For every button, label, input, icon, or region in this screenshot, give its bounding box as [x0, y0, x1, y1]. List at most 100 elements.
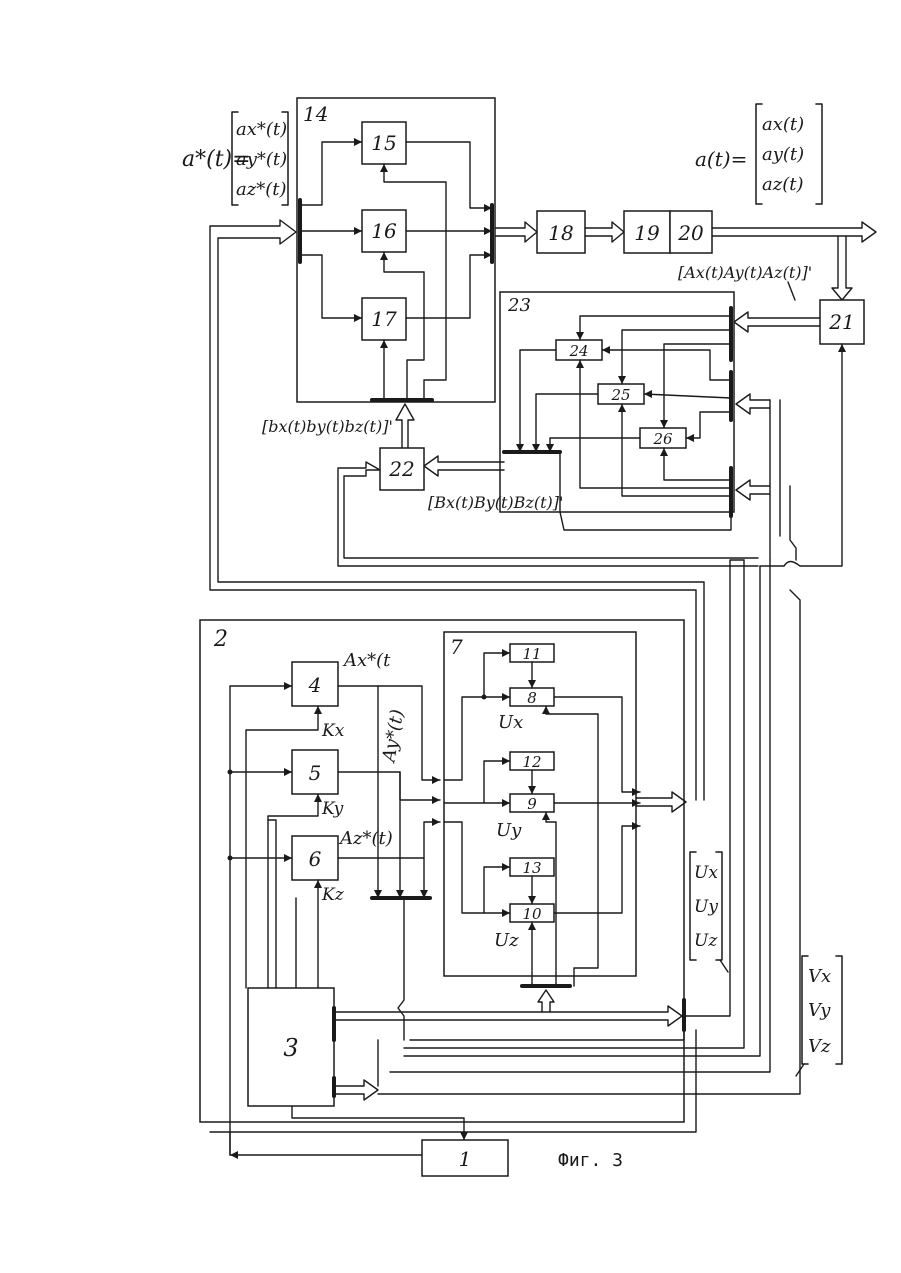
label-b-row: [bx(t)by(t)bz(t)]'	[262, 417, 393, 436]
arrow-11-8	[528, 680, 536, 688]
block-17-label: 17	[371, 307, 397, 331]
wire-21-down	[800, 344, 842, 566]
dbl-arrow-14-18	[495, 222, 537, 242]
block-16-label: 16	[371, 219, 397, 243]
label-23: 23	[507, 295, 531, 316]
block-21-label: 21	[828, 310, 854, 334]
arrow-6-7	[432, 818, 440, 826]
arrow-5-in	[284, 768, 292, 776]
leader-A-row	[788, 282, 795, 300]
block-1-label: 1	[459, 1147, 472, 1171]
block-3-label: 3	[283, 1034, 298, 1062]
label-B-row: [Bx(t)By(t)Bz(t)]'	[428, 493, 563, 512]
block-18-label: 18	[548, 221, 573, 245]
dbl-arrow-U-23	[736, 394, 770, 414]
block-5-label: 5	[309, 761, 322, 785]
arrow-6-bottom	[314, 880, 322, 888]
node-6	[228, 856, 233, 861]
wire-23-24c	[580, 360, 731, 488]
wire-23-loop	[560, 452, 731, 530]
wire-23-25a	[622, 330, 731, 384]
dbl-arrow-23-22	[424, 456, 504, 476]
block-26-label: 26	[652, 430, 673, 448]
arrow-16-in	[354, 227, 362, 235]
block-8-label: 8	[527, 689, 537, 707]
wire-23-26b	[686, 412, 731, 438]
block-19-label: 19	[634, 221, 660, 245]
block-10-label: 10	[522, 905, 542, 923]
dbl-arrow-21-23	[734, 312, 820, 332]
arrow-12-9	[528, 786, 536, 794]
label-Ux: Ux	[498, 712, 523, 733]
dbl-arrow-20-21	[832, 236, 852, 300]
wire-23-25b	[644, 394, 731, 398]
label-A-row: [Ax(t)Ay(t)Az(t)]'	[678, 263, 812, 282]
wire-23-26c	[664, 448, 731, 480]
block-11-label: 11	[522, 645, 541, 663]
wire-V-up	[790, 486, 796, 560]
U-vector-z: Uz	[694, 931, 718, 951]
block-20-label: 20	[677, 221, 704, 245]
wire-15-out	[406, 142, 492, 208]
arrow-4-7	[432, 776, 440, 784]
wire-14-17	[300, 255, 362, 318]
wire-bus-8	[546, 706, 598, 986]
wire-3-k	[268, 820, 276, 988]
input-az: az*(t)	[236, 179, 287, 200]
dbl-arrow-output	[712, 222, 876, 242]
dbl-arrow-V-23	[736, 480, 770, 500]
node-8	[482, 695, 487, 700]
block-6-label: 6	[309, 847, 322, 871]
block-9-label: 9	[527, 795, 537, 813]
arrow-11-in	[502, 649, 510, 657]
wire-5-out	[338, 772, 440, 800]
output-ay: ay(t)	[762, 144, 804, 165]
arrow-24-bottom	[576, 360, 584, 368]
wire-3-1	[292, 1106, 464, 1140]
node-5	[228, 770, 233, 775]
wire-17-out	[406, 255, 492, 318]
arrow-10-bottom	[528, 922, 536, 930]
wire-14-15	[300, 142, 362, 205]
block-4-label: 4	[308, 673, 322, 697]
arrow-15-bottom	[380, 164, 388, 172]
arrow-13-10	[528, 896, 536, 904]
V-vector-z: Vz	[808, 1036, 831, 1057]
wire-U-back	[410, 1030, 684, 1040]
arrow-8-in	[502, 693, 510, 701]
wire-23-25c	[622, 404, 731, 496]
label-Ky: Ky	[321, 799, 344, 819]
arrow-26-top	[660, 420, 668, 428]
dbl-arrow-7-out	[636, 792, 686, 812]
label-Ax-star: Ax*(t	[342, 650, 391, 671]
label-Uz: Uz	[494, 930, 519, 951]
arrow-1-out	[230, 1151, 238, 1159]
wire-7-11	[484, 653, 510, 697]
wire-25-out	[536, 394, 598, 452]
wire-10-out	[554, 826, 640, 913]
arrow-25-right	[644, 390, 652, 398]
crossing-hop-1	[784, 562, 800, 567]
dbl-arrow-3-7	[538, 990, 554, 1012]
arrow-6-in	[284, 854, 292, 862]
arrow-26-bottom	[660, 448, 668, 456]
block-22-label: 22	[388, 457, 414, 481]
wire-8-out	[554, 697, 640, 792]
label-14: 14	[303, 102, 328, 126]
arrow-26-right	[686, 434, 694, 442]
label-2: 2	[213, 627, 228, 652]
arrow-8-bottom	[542, 706, 550, 714]
arrow-12-in	[502, 757, 510, 765]
arrow-9-bottom	[542, 812, 550, 820]
wire-bus-9	[546, 812, 556, 986]
arrow-25-bottom	[618, 404, 626, 412]
arrow-1-in	[460, 1132, 468, 1140]
dbl-arrow-3-V	[334, 1080, 378, 1100]
arrow-9-in	[502, 799, 510, 807]
wire-bus-down	[398, 898, 404, 1040]
block-12-label: 12	[522, 753, 541, 771]
label-7: 7	[450, 635, 463, 659]
wire-23-24a	[580, 316, 731, 340]
arrow-4-bottom	[314, 706, 322, 714]
wire-26-out	[550, 438, 640, 452]
